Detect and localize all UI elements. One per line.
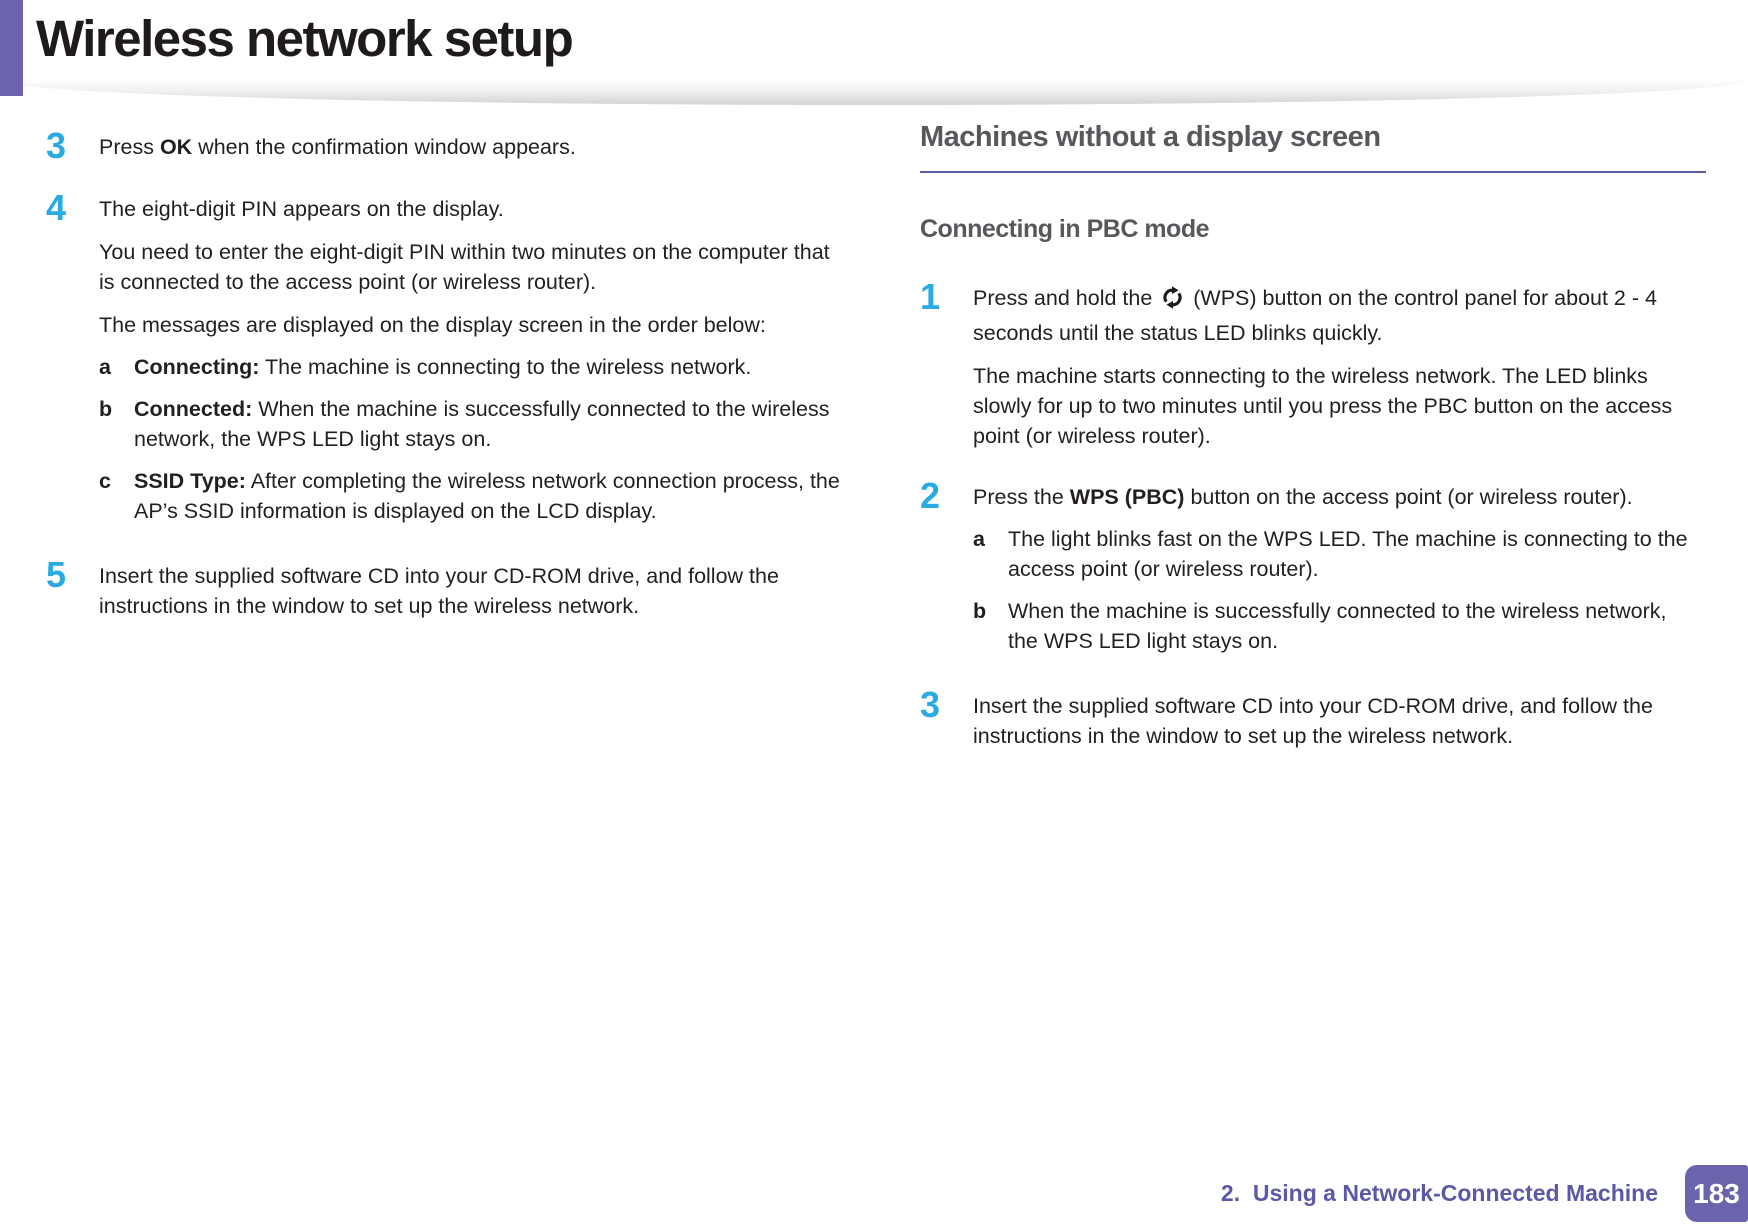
step-text: Insert the supplied software CD into you… <box>973 694 1653 749</box>
step-text-pre: Press and hold the <box>973 286 1159 311</box>
list-item-term: Connected: <box>134 397 253 422</box>
step-text: The eight-digit PIN appears on the displ… <box>99 191 844 526</box>
step-text: Insert the supplied software CD into you… <box>99 564 779 619</box>
paragraph: The messages are displayed on the displa… <box>99 313 766 338</box>
step-4: 4 The eight-digit PIN appears on the dis… <box>46 187 852 526</box>
list-item-b: b When the machine is successfully conne… <box>973 596 1695 656</box>
list-item-a: a The light blinks fast on the WPS LED. … <box>973 524 1695 584</box>
list-item-c: c SSID Type: After completing the wirele… <box>99 466 844 526</box>
step-number: 2 <box>920 475 941 517</box>
header-shadow-divider <box>0 80 1748 106</box>
chapter-label: 2. Using a Network-Connected Machine <box>1220 1180 1658 1206</box>
step-1: 1 Press and hold the (WPS) button on the… <box>920 276 1706 451</box>
list-item-desc: After completing the wireless network co… <box>134 469 840 524</box>
list-item-letter: a <box>973 527 985 552</box>
step-number: 3 <box>46 125 67 167</box>
step-text-pre: Press the <box>973 485 1070 510</box>
step-number: 5 <box>46 554 67 596</box>
list-item-text: When the machine is successfully connect… <box>1008 599 1667 654</box>
list-item-text: Connected: When the machine is successfu… <box>134 394 844 454</box>
step-2: 2 Press the WPS (PBC) button on the acce… <box>920 475 1706 656</box>
step-text-post: button on the access point (or wireless … <box>1184 485 1633 510</box>
sub-heading: Connecting in PBC mode <box>920 215 1210 244</box>
paragraph: The machine starts connecting to the wir… <box>973 364 1673 449</box>
list-item-letter: b <box>99 397 113 422</box>
step-lead: Press the WPS (PBC) button on the access… <box>973 482 1695 512</box>
list-item-desc: The machine is connecting to the wireles… <box>259 355 752 380</box>
list-item-letter: c <box>99 469 111 494</box>
page-header: Wireless network setup <box>0 0 1748 106</box>
step-3-right: 3 Insert the supplied software CD into y… <box>920 684 1706 751</box>
step-number: 1 <box>920 276 941 318</box>
list-item-letter: a <box>99 355 111 380</box>
right-column: Machines without a display screen Connec… <box>872 105 1748 751</box>
accent-bar <box>0 0 23 96</box>
list-item-desc: When the machine is successfully connect… <box>134 397 830 452</box>
step-number: 4 <box>46 187 67 229</box>
left-column: 3 Press OK when the confirmation window … <box>0 105 872 621</box>
list-item-text: SSID Type: After completing the wireless… <box>134 466 844 526</box>
step-text: Press and hold the (WPS) button on the c… <box>973 280 1695 451</box>
step-text: Press OK when the confirmation window ap… <box>99 129 844 163</box>
page-number-badge: 183 <box>1685 1165 1748 1222</box>
content: 3 Press OK when the confirmation window … <box>0 105 1748 751</box>
step-text-bold: OK <box>159 135 193 160</box>
list-item-b: b Connected: When the machine is success… <box>99 394 844 454</box>
step-text-post: (WPS) button on the control panel for ab… <box>973 286 1657 346</box>
list-item-text: The light blinks fast on the WPS LED. Th… <box>1008 527 1688 582</box>
page-footer: 2. Using a Network-Connected Machine 183 <box>1221 1165 1748 1222</box>
list-item-term: SSID Type: <box>134 469 246 494</box>
step-text-post: when the confirmation window appears. <box>192 135 576 160</box>
page-title: Wireless network setup <box>36 10 574 67</box>
step-number: 3 <box>920 684 941 726</box>
step-text-pre: Press <box>99 135 160 160</box>
step-3: 3 Press OK when the confirmation window … <box>46 125 852 167</box>
step-lead: The eight-digit PIN appears on the displ… <box>99 197 504 222</box>
step-lead: Press and hold the (WPS) button on the c… <box>973 283 1695 348</box>
list-item-a: a Connecting: The machine is connecting … <box>99 352 844 382</box>
list-item-letter: b <box>973 599 987 624</box>
list-item-term: Connecting: <box>134 355 260 380</box>
step-text: Press the WPS (PBC) button on the access… <box>973 479 1695 656</box>
paragraph: You need to enter the eight-digit PIN wi… <box>99 240 830 295</box>
list-item-text: Connecting: The machine is connecting to… <box>134 352 844 382</box>
step-5: 5 Insert the supplied software CD into y… <box>46 554 852 621</box>
wps-icon <box>1160 285 1185 318</box>
section-heading: Machines without a display screen <box>920 121 1706 174</box>
step-text-bold: WPS (PBC) <box>1069 485 1185 510</box>
